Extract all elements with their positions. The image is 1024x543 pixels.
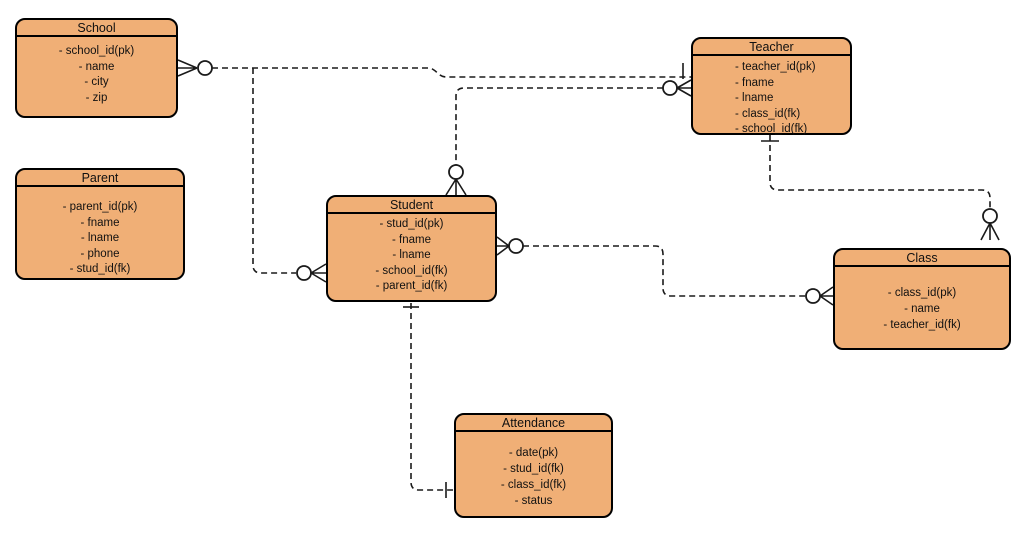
attribute: - class_id(fk) <box>500 479 567 491</box>
attribute: - status <box>514 495 553 507</box>
attribute: - school_id(fk) <box>375 264 448 277</box>
attribute: - stud_id(fk) <box>503 463 564 475</box>
entity-student[interactable]: Student - stud_id(pk) - fname - lname - … <box>326 195 497 302</box>
attribute: - school_id(pk) <box>58 45 135 57</box>
entity-teacher[interactable]: Teacher - teacher_id(pk) - fname - lname… <box>691 37 852 135</box>
attribute: - lname <box>735 92 774 104</box>
entity-class[interactable]: Class - class_id(pk) - name - teacher_id… <box>833 248 1011 350</box>
attribute: - phone <box>80 247 120 260</box>
rel-teacher-class <box>761 135 1000 241</box>
rel-school-student <box>252 68 327 283</box>
entity-parent-title: Parent <box>17 170 183 187</box>
attribute: - class_id(fk) <box>735 107 801 120</box>
rel-teacher-student <box>445 79 692 196</box>
attribute: - teacher_id(fk) <box>883 319 961 331</box>
attribute: - school_id(fk) <box>735 123 808 135</box>
attribute: - zip <box>85 91 108 104</box>
entity-attendance-title: Attendance <box>456 415 611 432</box>
attribute: - fname <box>392 233 431 246</box>
attribute: - city <box>84 76 109 88</box>
entity-class-title: Class <box>835 250 1009 267</box>
attribute: - lname <box>392 249 431 261</box>
entity-class-attributes: - class_id(pk) - name - teacher_id(fk) <box>835 267 1009 333</box>
attribute: - name <box>78 60 115 73</box>
attribute: - lname <box>80 232 120 244</box>
attribute: - teacher_id(pk) <box>735 61 816 73</box>
entity-attendance-attributes: - date(pk) - stud_id(fk) - class_id(fk) … <box>456 432 611 509</box>
entity-school-title: School <box>17 20 176 37</box>
attribute: - stud_id(pk) <box>379 218 444 230</box>
entity-student-attributes: - stud_id(pk) - fname - lname - school_i… <box>328 214 495 295</box>
rel-student-class <box>496 236 834 306</box>
entity-teacher-attributes: - teacher_id(pk) - fname - lname - class… <box>693 56 850 138</box>
attribute: - fname <box>735 76 774 89</box>
entity-school-attributes: - school_id(pk) - name - city - zip <box>17 37 176 106</box>
attribute: - date(pk) <box>508 447 559 459</box>
entity-parent-attributes: - parent_id(pk) - fname - lname - phone … <box>17 187 183 278</box>
entity-school[interactable]: School - school_id(pk) - name - city - z… <box>15 18 178 118</box>
attribute: - stud_id(fk) <box>69 263 131 275</box>
rel-student-attendance <box>403 303 453 498</box>
attribute: - parent_id(pk) <box>62 201 138 213</box>
entity-attendance[interactable]: Attendance - date(pk) - stud_id(fk) - cl… <box>454 413 613 518</box>
entity-student-title: Student <box>328 197 495 214</box>
rel-school-teacher <box>177 59 691 79</box>
attribute: - parent_id(fk) <box>375 280 448 292</box>
entity-teacher-title: Teacher <box>693 39 850 56</box>
attribute: - fname <box>80 216 120 229</box>
attribute: - name <box>904 303 940 315</box>
attribute: - class_id(pk) <box>887 287 957 299</box>
entity-parent[interactable]: Parent - parent_id(pk) - fname - lname -… <box>15 168 185 280</box>
